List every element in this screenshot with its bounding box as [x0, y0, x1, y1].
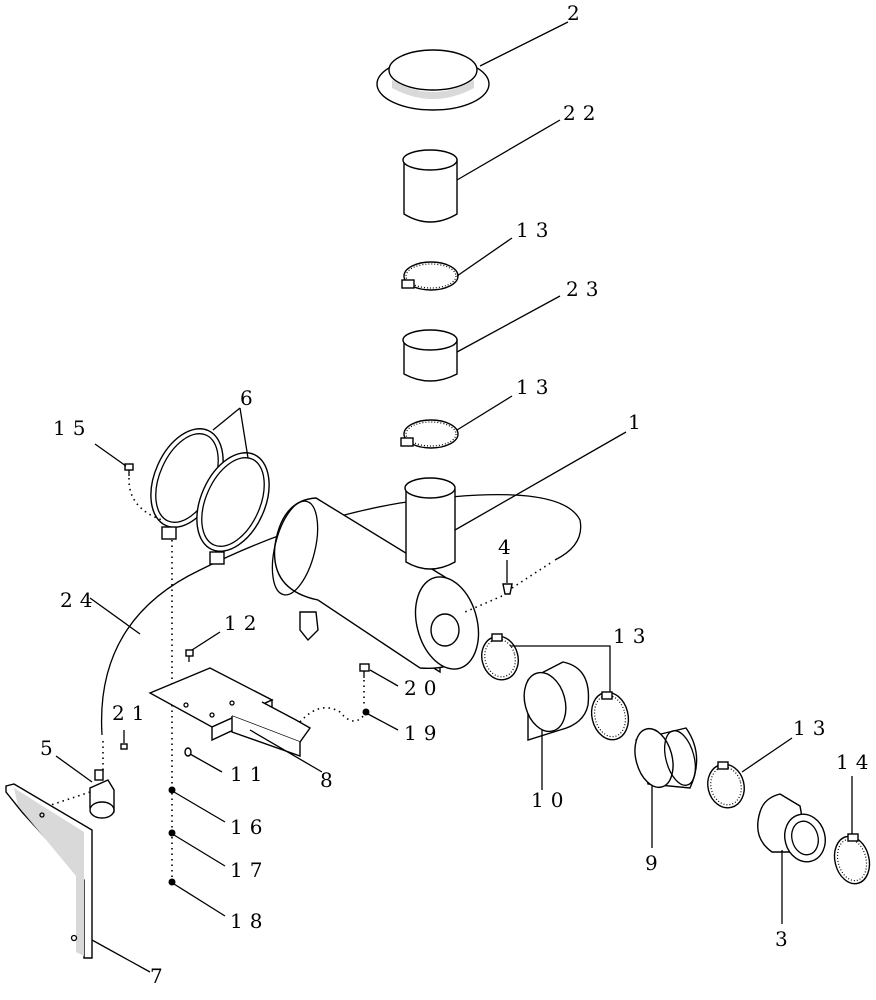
screw-21	[120, 730, 128, 750]
leader-13-d	[741, 737, 793, 773]
washer-17	[168, 829, 226, 867]
hose-clamp-lower-c	[707, 737, 793, 809]
leader-5	[55, 755, 93, 783]
callout-24: 24	[60, 588, 100, 612]
bolt-12	[185, 631, 221, 662]
callout-20: 20	[404, 676, 444, 700]
callout-4: 4	[498, 535, 518, 559]
restriction-indicator-5	[29, 738, 115, 819]
leader-20	[369, 669, 399, 687]
air-cleaner-body	[271, 431, 627, 674]
mounting-bracket	[148, 667, 367, 773]
leader-8	[249, 729, 323, 773]
hose-clamp-second	[400, 395, 513, 449]
leader-15	[94, 443, 127, 467]
callout-12: 12	[224, 611, 264, 635]
nut-19	[362, 708, 399, 731]
leader-13-a	[456, 237, 513, 277]
leader-7	[91, 939, 151, 973]
callout-9: 9	[645, 851, 665, 875]
hose-clamp-upper	[401, 237, 513, 291]
leader-2	[479, 21, 569, 67]
bolt-15	[94, 443, 163, 521]
leader-16	[173, 791, 226, 823]
hose-10	[523, 661, 590, 790]
leader-11	[189, 753, 223, 773]
indicator-hose	[89, 494, 582, 736]
callout-14: 14	[836, 750, 876, 774]
callout-10: 10	[531, 788, 571, 812]
hose-clamp-lower-b	[510, 645, 630, 741]
callout-22: 22	[563, 101, 603, 125]
callout-13: 13	[793, 716, 833, 740]
precleaner-cap	[376, 21, 569, 111]
nut-16	[168, 786, 226, 823]
callout-13: 13	[516, 375, 556, 399]
callout-23: 23	[566, 277, 606, 301]
nut-18	[168, 878, 226, 917]
leader-12	[191, 631, 221, 651]
leader-13-b	[456, 395, 513, 431]
callout-1: 1	[628, 410, 648, 434]
callout-18: 18	[230, 909, 270, 933]
hose-clamp-lower-a	[481, 633, 519, 681]
callout-5: 5	[40, 736, 60, 760]
leader-23	[456, 295, 561, 353]
callout-2: 2	[567, 1, 587, 25]
leader-6-a	[212, 407, 241, 431]
callout-17: 17	[230, 858, 270, 882]
callout-19: 19	[404, 721, 444, 745]
fitting-4	[464, 560, 553, 613]
adapter-3	[757, 793, 826, 924]
leader-1	[454, 431, 627, 531]
mounting-bands	[150, 407, 270, 565]
leader-19	[367, 713, 399, 731]
callout-13: 13	[516, 218, 556, 242]
callout-6: 6	[240, 386, 260, 410]
callout-15: 15	[53, 416, 93, 440]
leader-22	[456, 119, 561, 181]
callout-3: 3	[775, 927, 795, 951]
callout-21: 21	[112, 701, 152, 725]
inlet-tube-22	[402, 119, 561, 223]
callout-16: 16	[230, 815, 270, 839]
callout-8: 8	[320, 768, 340, 792]
elbow-9	[634, 727, 698, 848]
leader-24	[89, 597, 141, 635]
callout-13: 13	[613, 624, 653, 648]
callout-7: 7	[150, 964, 170, 988]
leader-18	[173, 883, 226, 917]
washer-11	[184, 747, 223, 773]
callout-11: 11	[230, 762, 270, 786]
sleeve-23	[402, 295, 561, 382]
leader-6-b	[239, 407, 249, 459]
support-bracket-7	[5, 783, 151, 973]
bolt-20	[359, 663, 399, 706]
leader-13-c	[510, 645, 611, 692]
hose-clamp-14	[833, 776, 871, 885]
leader-17	[173, 834, 226, 867]
